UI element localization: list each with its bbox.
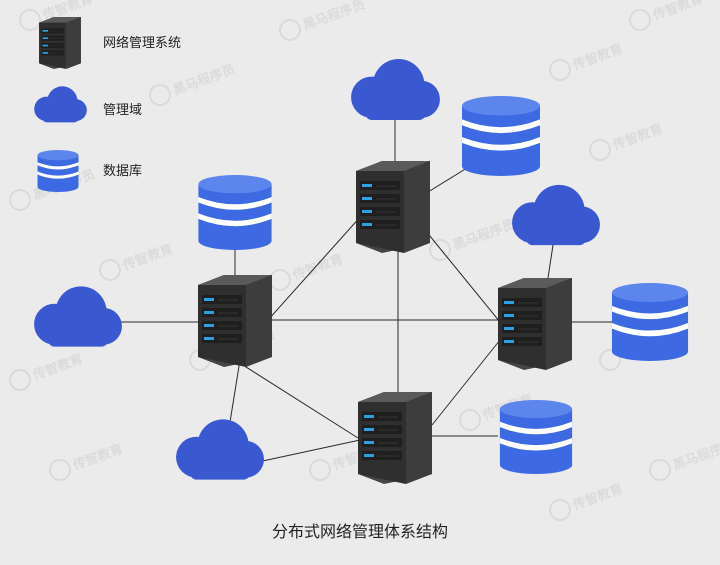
legend-database-icon [37,150,79,192]
svg-text:传智教育: 传智教育 [570,41,625,74]
link-bottom-cloud-server [257,439,361,463]
cloud-icon [176,419,264,480]
database-icon [462,96,540,176]
link-right-bottom [431,339,501,426]
svg-text:黑马程序员: 黑马程序员 [671,436,720,473]
svg-text:黑马程序员: 黑马程序员 [301,0,368,34]
cloud-icon [34,286,122,347]
server-rack-icon [498,278,572,370]
diagram-caption: 分布式网络管理体系结构 [271,522,448,541]
legend-server-icon [39,17,81,69]
server-rack-icon [198,275,272,367]
svg-text:传智教育: 传智教育 [610,121,665,154]
link-top-left [267,214,363,321]
legend-label-server: 网络管理系统 [103,36,182,51]
svg-text:黑马程序员: 黑马程序员 [171,61,238,98]
svg-text:传智教育: 传智教育 [290,251,345,284]
network-links [120,118,612,463]
svg-text:传智教育: 传智教育 [70,441,125,474]
svg-text:传智教育: 传智教育 [120,241,175,274]
svg-text:传智教育: 传智教育 [570,481,625,514]
legend-cloud-icon [34,86,87,123]
database-icon [198,175,272,250]
cloud-icon [351,59,440,120]
link-top-right [424,229,501,323]
server-rack-icon [358,392,432,484]
svg-text:传智教育: 传智教育 [30,351,85,384]
link-left-bottom [234,359,359,439]
link-left-cloud-lower [229,359,241,423]
svg-text:传智教育: 传智教育 [650,0,705,24]
legend-label-domain: 管理域 [103,103,143,118]
svg-text:黑马程序员: 黑马程序员 [451,216,518,253]
legend-label-database: 数据库 [103,164,143,179]
database-icon [499,400,573,474]
database-icon [611,283,689,361]
cloud-icon [512,184,600,246]
server-rack-icon [356,161,430,253]
link-right-cloud-server [547,244,554,279]
